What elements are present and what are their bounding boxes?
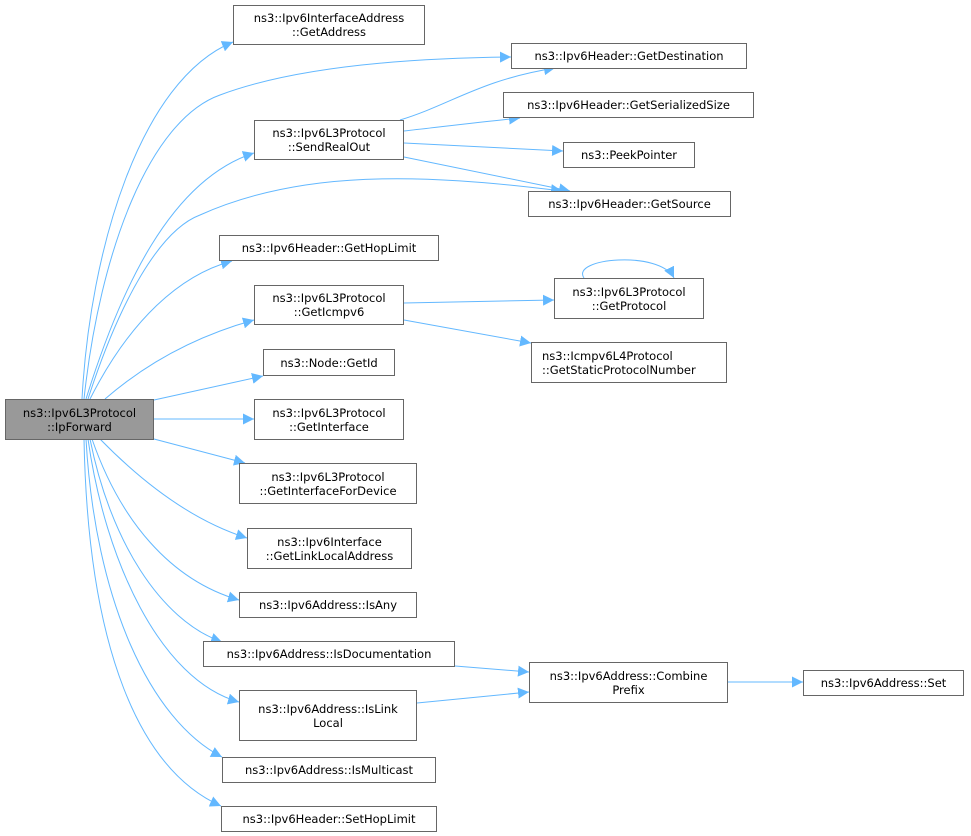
node-isdocumentation[interactable]: ns3::Ipv6Address::IsDocumentation [203,641,455,667]
node-label: ::GetInterfaceForDevice [259,483,397,498]
node-label: ns3::Ipv6L3Protocol [272,291,386,305]
edge-root-getlinklocaladdress [99,438,248,540]
node-label: ns3::Node::GetId [280,355,378,370]
node-label: ns3::Ipv6InterfaceAddress [253,11,405,25]
node-root-ipforward[interactable]: ns3::Ipv6L3Protocol ::IpForward [5,399,154,440]
edge-root-ismulticast [85,438,223,758]
edge-root-getinterfacefordevice [153,438,246,466]
node-label: ns3::Ipv6Header::GetHopLimit [241,241,417,255]
node-label: Prefix [612,682,645,697]
edge-sendrealout-getserializedsize [403,113,521,132]
node-getinterface[interactable]: ns3::Ipv6L3Protocol ::GetInterface [254,399,404,440]
node-combineprefix[interactable]: ns3::Ipv6Address::Combine Prefix [529,662,728,703]
node-getsource[interactable]: ns3::Ipv6Header::GetSource [528,191,731,217]
edge-root-gethoplimit [89,258,233,400]
edge-root-sendrealout [85,151,255,400]
node-label: ns3::Ipv6Address::IsMulticast [244,763,414,777]
node-label: ::GetAddress [291,25,367,39]
edge-root-isany [91,438,240,603]
edge-root-islinklocal [87,438,240,705]
node-getinterfacefordevice[interactable]: ns3::Ipv6L3Protocol ::GetInterfaceForDev… [239,463,417,504]
node-getprotocol[interactable]: ns3::Ipv6L3Protocol ::GetProtocol [554,278,704,319]
node-label: Local [313,715,343,730]
node-label: ns3::Ipv6Header::GetSource [548,197,711,211]
node-label: ns3::Ipv6Address::IsDocumentation [226,647,432,661]
edge-sendrealout-peekpointer [403,142,564,156]
node-isany[interactable]: ns3::Ipv6Address::IsAny [239,592,417,618]
node-getid[interactable]: ns3::Node::GetId [263,349,395,376]
edge-sendrealout-getdestination [399,64,556,121]
node-getstaticprotocolnumber[interactable]: ns3::Icmpv6L4Protocol ::GetStaticProtoco… [531,342,727,383]
edge-islinklocal-combineprefix [416,687,530,704]
node-label: ::GetLinkLocalAddress [265,548,394,563]
node-label: ns3::Ipv6Interface [277,534,382,549]
edge-getprotocol-self [582,259,675,279]
node-label: ns3::Ipv6Address::Combine [549,668,708,683]
node-geticmpv6[interactable]: ns3::Ipv6L3Protocol ::GetIcmpv6 [254,285,404,325]
node-getserializedsize[interactable]: ns3::Ipv6Header::GetSerializedSize [503,92,754,118]
node-sethoplimit[interactable]: ns3::Ipv6Header::SetHopLimit [221,806,437,832]
edge-root-getdestination [83,51,512,400]
node-label: ::GetInterface [289,419,369,434]
node-label: ns3::Ipv6Header::GetDestination [534,49,724,63]
node-sendrealout[interactable]: ns3::Ipv6L3Protocol ::SendRealOut [254,120,404,160]
node-ismulticast[interactable]: ns3::Ipv6Address::IsMulticast [222,757,436,783]
node-label: ns3::Ipv6Address::Set [820,676,947,690]
node-label: ::GetStaticProtocolNumber [542,362,696,377]
node-label: ns3::Ipv6Address::IsAny [258,598,398,612]
node-islinklocal[interactable]: ns3::Ipv6Address::IsLink Local [239,690,417,741]
node-label: ::SendRealOut [287,140,371,154]
node-label: ns3::Ipv6Header::GetSerializedSize [527,98,730,112]
node-getaddress[interactable]: ns3::Ipv6InterfaceAddress ::GetAddress [233,5,425,45]
node-label: ns3::Ipv6L3Protocol [272,126,386,140]
node-getlinklocaladdress[interactable]: ns3::Ipv6Interface ::GetLinkLocalAddress [247,528,412,569]
node-label: ns3::Icmpv6L4Protocol [542,348,673,363]
node-label: ns3::Ipv6Header::SetHopLimit [242,812,416,826]
edge-root-getsource [87,178,563,400]
edge-isdocumentation-combineprefix [454,665,530,677]
edge-sendrealout-getsource [403,156,571,195]
node-label: ::GetProtocol [591,298,667,313]
node-label: ns3::Ipv6Address::IsLink [258,701,398,716]
node-getdestination[interactable]: ns3::Ipv6Header::GetDestination [511,43,747,69]
edge-root-isdocumentation [89,438,223,644]
edge-geticmpv6-getstatic [403,319,532,347]
node-label: ns3::Ipv6L3Protocol [572,284,686,299]
node-label: ns3::PeekPointer [580,148,678,162]
node-peekpointer[interactable]: ns3::PeekPointer [563,142,695,168]
node-set[interactable]: ns3::Ipv6Address::Set [803,670,964,696]
edge-root-geticmpv6 [104,317,255,400]
edge-root-getaddress [81,41,234,400]
edge-geticmpv6-getprotocol [403,294,555,306]
node-label: ns3::Ipv6L3Protocol [272,405,386,420]
node-label: ns3::Ipv6L3Protocol [22,405,137,420]
node-gethoplimit[interactable]: ns3::Ipv6Header::GetHopLimit [219,235,439,261]
edge-root-sethoplimit [83,438,222,807]
node-label: ::GetIcmpv6 [293,305,365,319]
node-label: ::IpForward [47,419,112,434]
edge-root-getid [153,372,264,401]
node-label: ns3::Ipv6L3Protocol [271,469,385,484]
